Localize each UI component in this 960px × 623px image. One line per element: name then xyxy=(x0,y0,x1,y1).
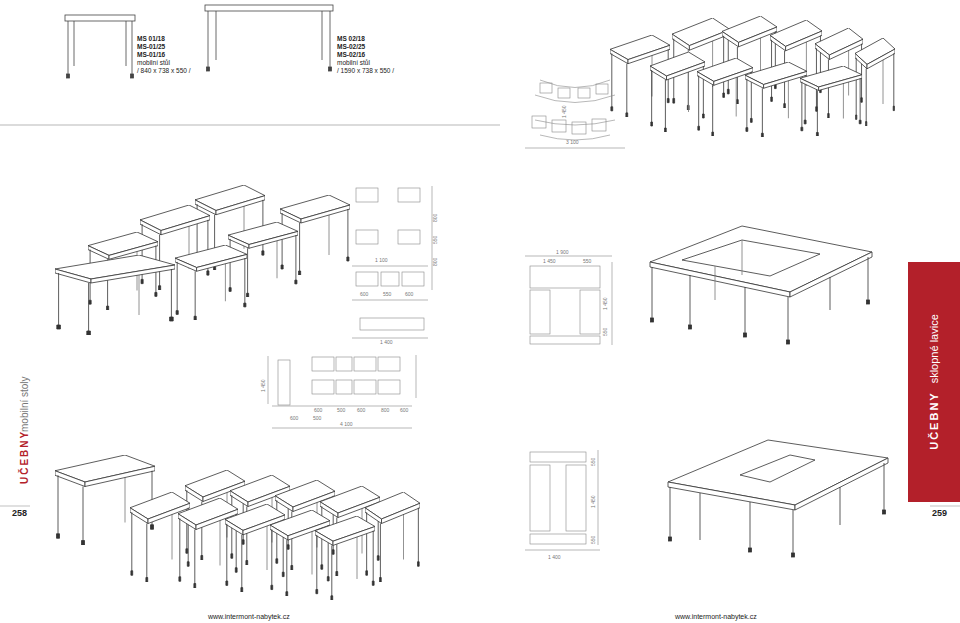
dimension: 600 xyxy=(357,408,365,413)
section-title: UČEBNY xyxy=(20,430,30,484)
dimension: 600 xyxy=(314,408,322,413)
model-code: MS-02/25 xyxy=(337,44,365,51)
model-code: MS-01/16 xyxy=(137,52,165,59)
model-code: MS-02/16 xyxy=(337,52,365,59)
dimension: 800 xyxy=(433,214,438,222)
product-name: mobilní stůl xyxy=(337,60,370,67)
dimension: 3 100 xyxy=(566,140,579,145)
dimension: 1 450 xyxy=(543,259,556,264)
dimension: 1 400 xyxy=(380,340,393,345)
dimensions: / 1590 x 738 x 550 / xyxy=(337,68,394,75)
dimension: 600 xyxy=(400,408,408,413)
dimension: 550 xyxy=(583,259,591,264)
dimension: 550 xyxy=(433,236,438,244)
dimension: 1 400 xyxy=(548,555,561,560)
dimension: 800 xyxy=(381,408,389,413)
dimension: 1 450 xyxy=(603,297,608,310)
website: www.intermont-nabytek.cz xyxy=(208,613,290,620)
page-number: 259 xyxy=(932,509,947,518)
tab-subtitle: sklopné lavice xyxy=(928,314,940,383)
dimension: 550 xyxy=(383,292,391,297)
model-code: MS 02/18 xyxy=(337,36,365,43)
dimension: 550 xyxy=(591,458,596,466)
dimension: 550 xyxy=(591,536,596,544)
dimension: 800 xyxy=(433,258,438,266)
dimension: 1 900 xyxy=(556,250,569,255)
model-code: MS-01/25 xyxy=(137,44,165,51)
dimension: 4 100 xyxy=(340,422,353,427)
dimensions: / 840 x 738 x 550 / xyxy=(137,68,190,75)
dimension: 550 xyxy=(603,328,608,336)
website: www.intermont-nabytek.cz xyxy=(675,613,757,620)
tab-title: UČEBNY xyxy=(928,391,940,449)
dimension: 1 450 xyxy=(261,379,266,392)
dimension: 600 xyxy=(290,416,298,421)
dimension: 600 xyxy=(405,292,413,297)
dimension: 1 100 xyxy=(375,258,388,263)
dimension: 1 450 xyxy=(562,105,567,118)
dimension: 600 xyxy=(360,292,368,297)
tab-text-row: UČEBNY sklopné lavice xyxy=(908,262,960,502)
section-tab: UČEBNY sklopné lavice xyxy=(908,262,960,502)
dimension: 1 450 xyxy=(591,495,596,508)
model-code: MS 01/18 xyxy=(137,36,165,43)
page-number: 258 xyxy=(12,509,27,518)
dimension: 500 xyxy=(337,408,345,413)
section-subtitle: mobilní stoly xyxy=(20,376,30,432)
product-name: mobilní stůl xyxy=(137,60,170,67)
dimension: 500 xyxy=(313,416,321,421)
